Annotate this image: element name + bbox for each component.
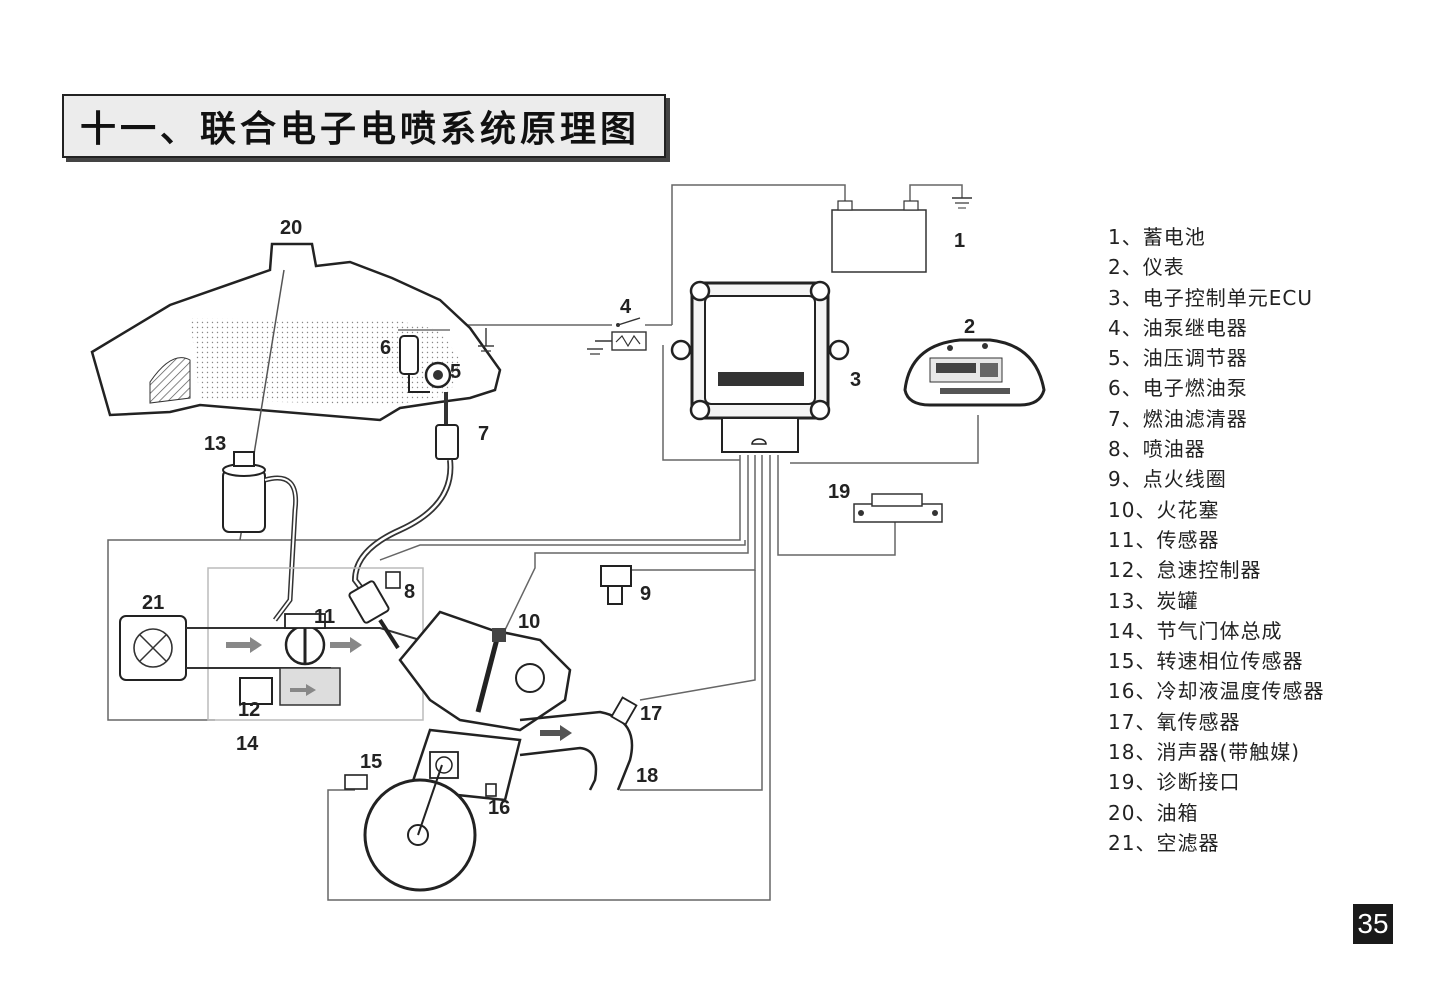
instrument-meter	[903, 338, 1046, 407]
callout-13: 13	[204, 433, 226, 455]
callout-21: 21	[142, 592, 164, 614]
callout-11: 11	[314, 606, 335, 628]
callout-5: 5	[450, 361, 461, 383]
legend-item: 11、传感器	[1108, 527, 1220, 552]
callout-10: 10	[518, 611, 540, 633]
legend-item: 17、氧传感器	[1108, 709, 1241, 734]
legend-item: 14、节气门体总成	[1108, 618, 1283, 643]
legend-item: 19、诊断接口	[1108, 770, 1241, 795]
fuel-injector	[348, 571, 401, 650]
fuel-pump-relay	[587, 317, 647, 355]
engine	[344, 610, 572, 892]
legend-item: 15、转速相位传感器	[1108, 649, 1304, 674]
carbon-canister	[222, 451, 299, 622]
diagnostic-connector	[853, 493, 943, 523]
page-title-box: 十一、联合电子电喷系统原理图	[62, 94, 666, 158]
legend-item: 5、油压调节器	[1108, 346, 1248, 371]
callout-1: 1	[954, 230, 965, 252]
exhaust-muffler	[519, 696, 638, 791]
callout-7: 7	[478, 423, 489, 445]
legend-item: 10、火花塞	[1108, 497, 1220, 522]
callout-20: 20	[280, 217, 302, 239]
legend-item: 7、燃油滤清器	[1108, 406, 1248, 431]
legend-item: 9、点火线圈	[1108, 467, 1227, 492]
fuel-filter-line	[351, 392, 459, 602]
legend-item: 16、冷却液温度传感器	[1108, 679, 1325, 704]
system-diagram: 1 2 3 4 5 6 7 8 9 10 11 12 13 14 15 16 1…	[90, 184, 1046, 901]
callout-19: 19	[828, 481, 850, 503]
callout-15: 15	[360, 751, 382, 773]
legend-item: 18、消声器(带触媒)	[1108, 740, 1301, 765]
callout-9: 9	[640, 583, 651, 605]
callout-14: 14	[236, 733, 259, 755]
legend-item: 4、油泵继电器	[1108, 315, 1248, 340]
legend-item: 12、怠速控制器	[1108, 558, 1262, 583]
callout-16: 16	[488, 797, 510, 819]
legend-item: 21、空滤器	[1108, 830, 1220, 855]
legend-item: 1、蓄电池	[1108, 225, 1206, 249]
callout-12: 12	[238, 699, 260, 721]
callout-8: 8	[404, 581, 415, 603]
ecu	[670, 280, 850, 453]
throttle-body-assembly	[119, 567, 424, 721]
fuel-tank	[90, 242, 502, 541]
wiring	[107, 184, 979, 901]
legend-item: 20、油箱	[1108, 800, 1199, 825]
legend-item: 3、电子控制单元ECU	[1108, 285, 1313, 310]
legend-item: 8、喷油器	[1108, 437, 1206, 462]
legend-item: 6、电子燃油泵	[1108, 376, 1248, 401]
callout-2: 2	[964, 316, 975, 338]
callout-18: 18	[636, 765, 658, 787]
page-title: 十一、联合电子电喷系统原理图	[80, 109, 641, 150]
ignition-coil	[600, 565, 632, 605]
callout-4: 4	[620, 296, 632, 318]
page-number: 35	[1353, 904, 1393, 944]
callout-3: 3	[850, 369, 861, 391]
callout-17: 17	[640, 703, 662, 725]
battery	[831, 197, 972, 273]
legend-item: 13、炭罐	[1108, 588, 1199, 613]
callout-6: 6	[380, 337, 391, 359]
legend-item: 2、仪表	[1108, 255, 1185, 280]
legend-list: 1、蓄电池 2、仪表 3、电子控制单元ECU 4、油泵继电器 5、油压调节器 6…	[1108, 222, 1324, 858]
